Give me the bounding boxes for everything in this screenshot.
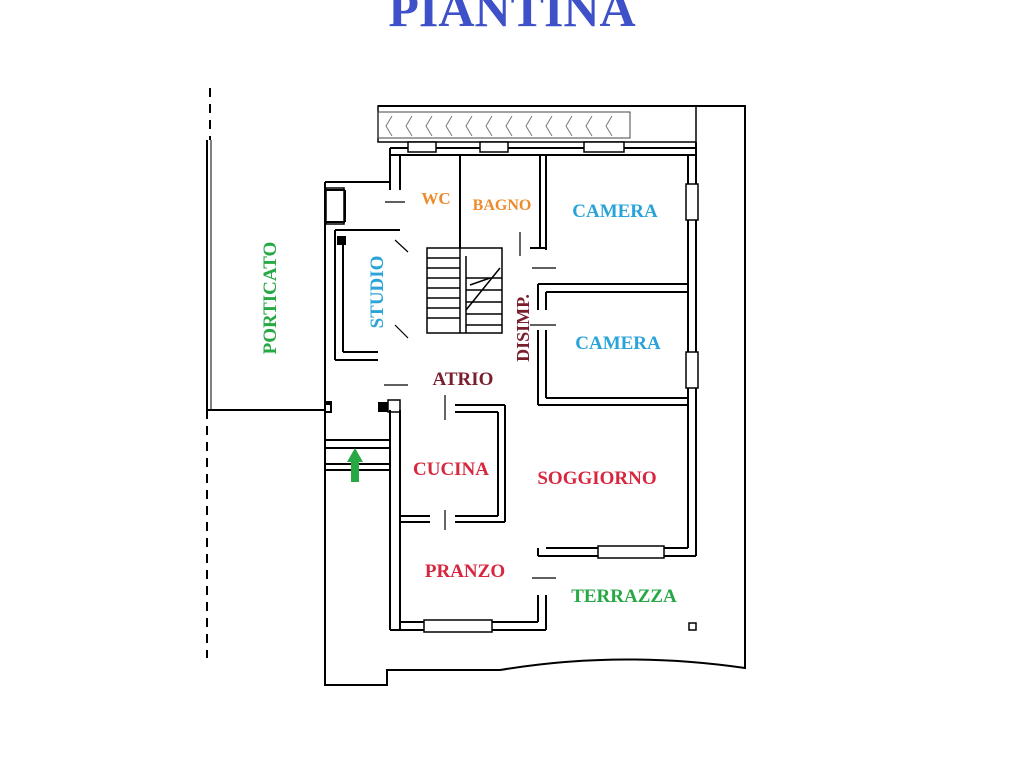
room-label-atrio: ATRIO — [433, 369, 494, 390]
room-label-disimpegno: DISIMP. — [513, 294, 533, 362]
room-label-cucina: CUCINA — [413, 459, 489, 480]
fixtures — [337, 236, 697, 631]
door-markers — [384, 201, 556, 579]
page-title: PIANTINA — [388, 0, 635, 37]
porticato-boundary — [206, 88, 325, 658]
room-label-camera-1: CAMERA — [572, 201, 658, 222]
room-label-terrazza: TERRAZZA — [571, 586, 677, 607]
room-label-bagno: BAGNO — [473, 197, 532, 214]
windows — [325, 141, 699, 633]
room-label-wc: WC — [421, 189, 450, 208]
outer-walls — [324, 105, 746, 686]
room-label-camera-2: CAMERA — [575, 333, 661, 354]
room-label-porticato: PORTICATO — [260, 242, 281, 355]
top-balcony — [377, 105, 697, 143]
room-label-pranzo: PRANZO — [425, 561, 505, 582]
up-arrow-icon — [347, 448, 363, 482]
staircase-icon — [426, 247, 503, 334]
room-label-studio: STUDIO — [367, 256, 388, 329]
room-label-soggiorno: SOGGIORNO — [537, 468, 656, 489]
